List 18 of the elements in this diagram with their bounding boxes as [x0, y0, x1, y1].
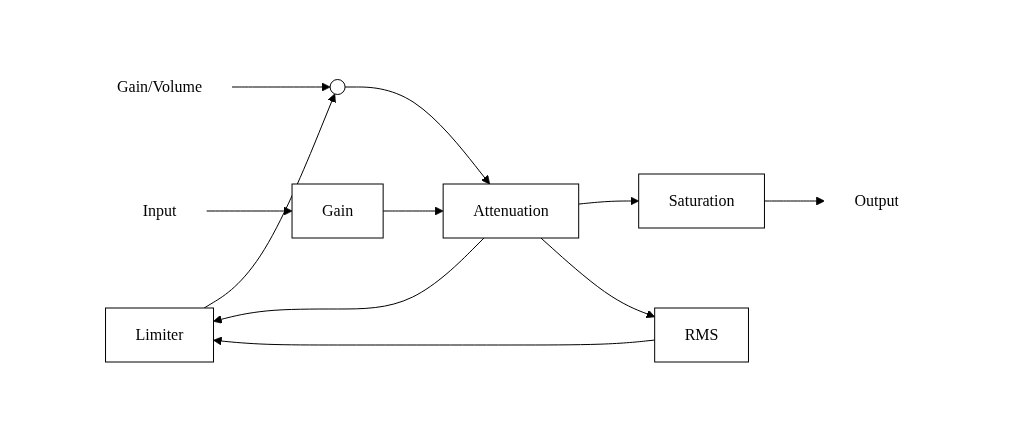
- arrow: [382, 206, 444, 215]
- node-box: Saturation: [638, 173, 765, 228]
- node-text: Input: [142, 201, 177, 219]
- node-circle: [329, 78, 346, 95]
- arrow: [344, 86, 491, 184]
- arrow: [764, 196, 825, 205]
- arrow: [231, 82, 331, 91]
- node-box: Gain: [291, 183, 384, 238]
- node-text: Output: [854, 191, 899, 209]
- node-box: Attenuation: [442, 183, 580, 238]
- arrow: [205, 206, 293, 215]
- arrow: [540, 237, 656, 318]
- arrow: [213, 237, 485, 324]
- arrow: [578, 196, 640, 205]
- node-box: Limiter: [105, 307, 215, 362]
- node-text: Gain/Volume: [117, 77, 203, 95]
- node-box: RMS: [654, 307, 749, 362]
- arrow: [213, 336, 656, 345]
